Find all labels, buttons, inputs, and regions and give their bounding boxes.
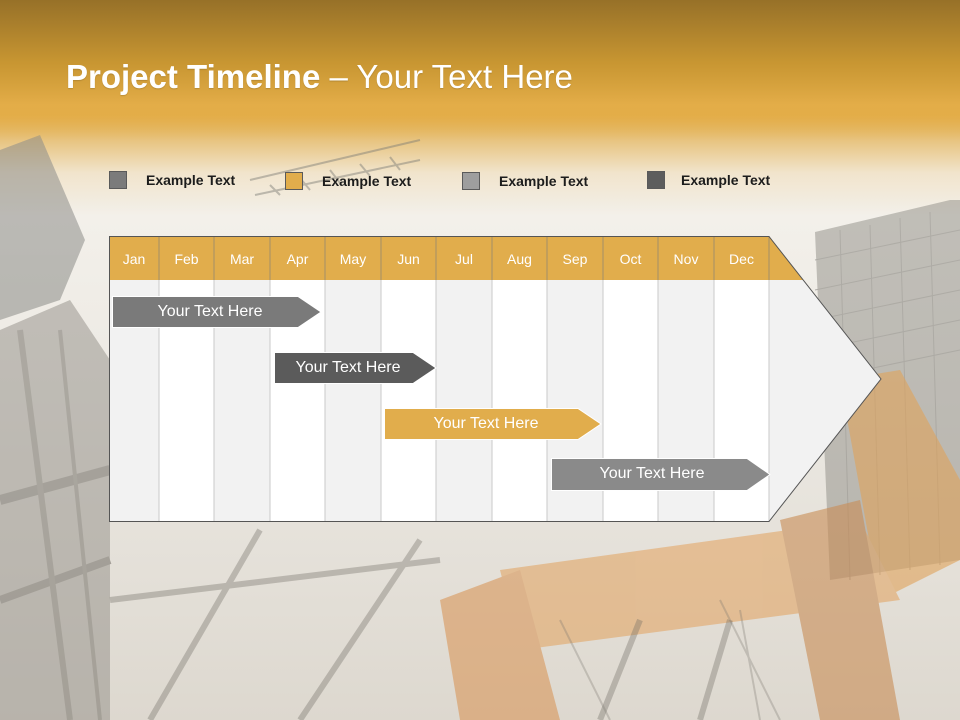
month-label-oct: Oct bbox=[619, 251, 642, 267]
month-label-jul: Jul bbox=[455, 251, 473, 267]
task-arrow-1[interactable]: Your Text Here bbox=[112, 296, 322, 328]
legend-swatch-3 bbox=[462, 172, 480, 190]
task-label-2: Your Text Here bbox=[295, 359, 401, 376]
month-label-aug: Aug bbox=[507, 251, 532, 267]
month-column-aug bbox=[492, 280, 547, 522]
legend-swatch-2 bbox=[285, 172, 303, 190]
month-column-jun bbox=[381, 280, 436, 522]
legend-label-1: Example Text bbox=[146, 172, 236, 188]
task-arrow-2[interactable]: Your Text Here bbox=[274, 352, 437, 384]
month-label-mar: Mar bbox=[229, 251, 255, 267]
task-label-4: Your Text Here bbox=[599, 465, 705, 482]
title-bold-part: Project Timeline bbox=[66, 58, 321, 95]
task-label-3: Your Text Here bbox=[433, 415, 539, 432]
task-label-1: Your Text Here bbox=[157, 303, 263, 320]
month-label-nov: Nov bbox=[673, 251, 699, 267]
task-arrow-3[interactable]: Your Text Here bbox=[384, 408, 602, 440]
legend-swatch-4 bbox=[647, 171, 665, 189]
task-arrow-4[interactable]: Your Text Here bbox=[551, 458, 771, 491]
month-label-jun: Jun bbox=[397, 251, 420, 267]
month-label-dec: Dec bbox=[729, 251, 754, 267]
month-label-may: May bbox=[339, 251, 367, 267]
month-label-sep: Sep bbox=[562, 251, 588, 267]
legend-item-2: Example Text bbox=[285, 171, 411, 191]
legend-swatch-1 bbox=[109, 171, 127, 189]
month-label-jan: Jan bbox=[122, 251, 146, 267]
legend-label-3: Example Text bbox=[499, 173, 589, 189]
legend-item-3: Example Text bbox=[462, 171, 588, 191]
title-rest-part: – Your Text Here bbox=[320, 58, 573, 95]
legend-item-4: Example Text bbox=[647, 170, 770, 190]
month-label-feb: Feb bbox=[174, 251, 199, 267]
legend-label-2: Example Text bbox=[322, 173, 412, 189]
slide-title: Project Timeline – Your Text Here bbox=[66, 58, 573, 96]
month-label-apr: Apr bbox=[286, 251, 309, 267]
legend-item-1: Example Text bbox=[109, 170, 235, 190]
legend-label-4: Example Text bbox=[681, 172, 771, 188]
